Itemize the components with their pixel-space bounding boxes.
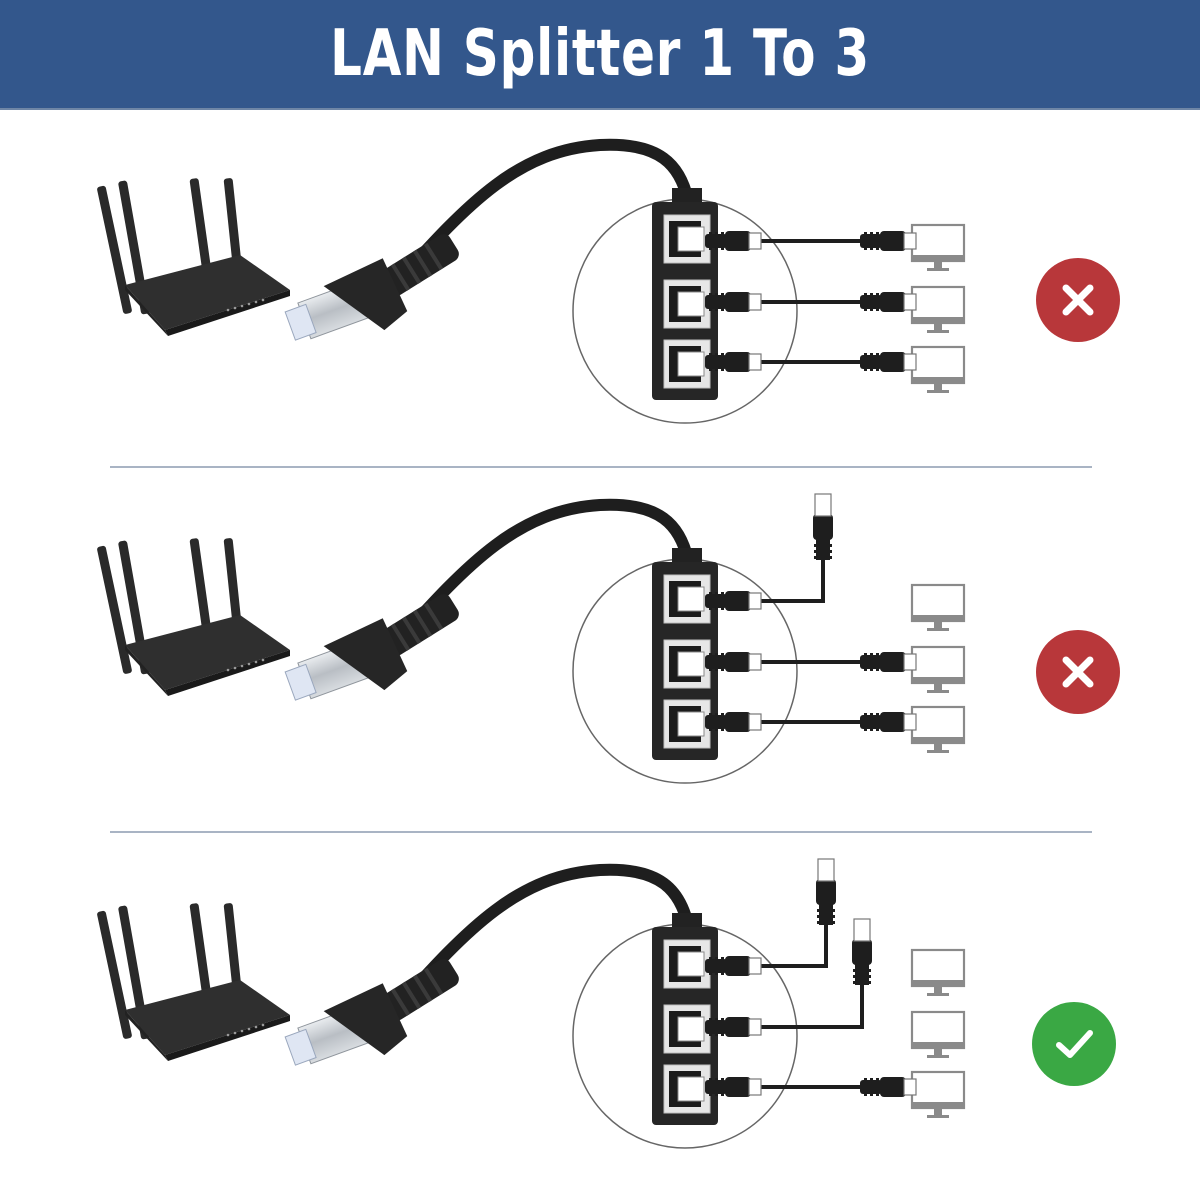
x-mark-icon <box>1062 656 1094 688</box>
scenario-2 <box>0 470 1200 830</box>
splitter-icon <box>279 145 718 400</box>
scenario-1-illustration <box>96 110 966 424</box>
scenario-3-illustration <box>96 858 966 1149</box>
x-mark-icon <box>1062 284 1094 316</box>
scenario-2-illustration <box>96 493 966 784</box>
scenario-3 <box>0 835 1200 1195</box>
router-icon <box>96 902 290 1061</box>
splitter-icon <box>279 870 718 1125</box>
status-incorrect <box>1036 258 1120 342</box>
splitter-icon <box>279 505 718 760</box>
router-icon <box>96 177 290 336</box>
title-banner: LAN Splitter 1 To 3 <box>0 0 1200 110</box>
status-incorrect <box>1036 630 1120 714</box>
page-title: LAN Splitter 1 To 3 <box>330 17 870 91</box>
divider-2 <box>110 831 1092 833</box>
divider-1 <box>110 466 1092 468</box>
scenario-1 <box>0 110 1200 470</box>
check-mark-icon <box>1056 1030 1093 1058</box>
status-correct <box>1032 1002 1116 1086</box>
router-icon <box>96 537 290 696</box>
